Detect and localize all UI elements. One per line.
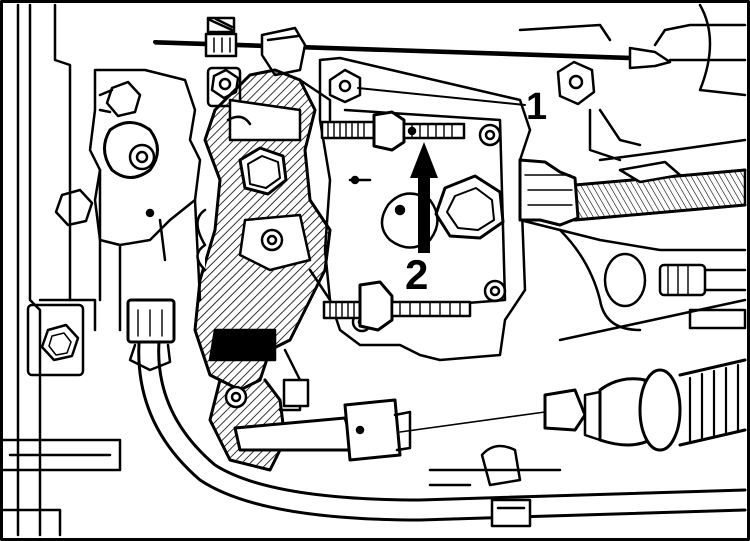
left-engine-block — [0, 3, 122, 537]
lever-linkage — [278, 78, 332, 412]
callout-2-arrow — [410, 142, 438, 253]
hex-bolts-left — [40, 80, 142, 362]
bottom-clip — [428, 444, 562, 528]
center-hex-bolt — [434, 174, 505, 240]
pump-housing — [88, 68, 202, 332]
lower-control-cable — [399, 358, 747, 452]
throttle-lever — [193, 68, 332, 472]
lever-hex-bolt — [224, 146, 288, 409]
upper-right-bracket — [518, 23, 642, 162]
callout-label-2: 2 — [405, 251, 429, 298]
right-fuel-fitting — [518, 218, 747, 342]
callout-label-1: 1 — [526, 86, 548, 128]
cable-sleeve — [233, 398, 412, 462]
fuel-hose-right — [518, 138, 747, 227]
callout-1-leader — [357, 87, 526, 106]
lower-left-hose — [126, 298, 747, 522]
lower-adjusting-screw — [322, 280, 472, 332]
cable-clamp-top — [204, 16, 307, 77]
upper-adjusting-screw — [320, 110, 466, 152]
